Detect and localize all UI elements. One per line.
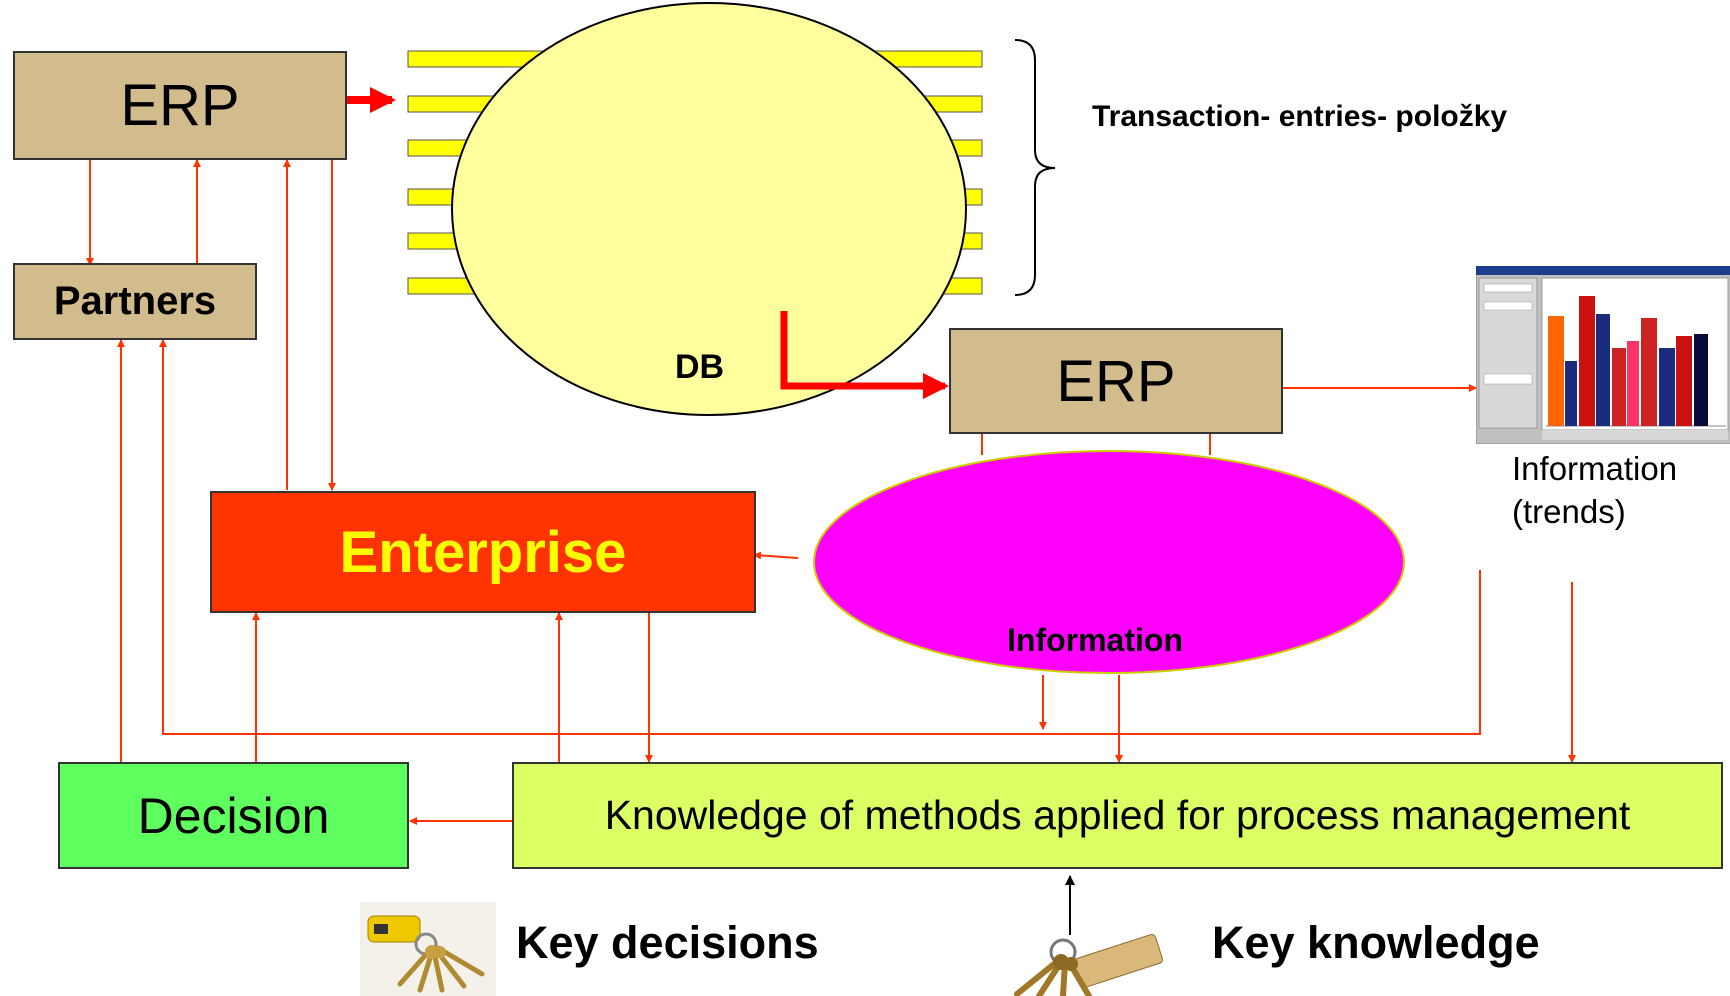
key-decisions-label: Key decisions xyxy=(516,917,819,968)
key-decisions-image xyxy=(360,902,496,996)
knowledge-box: Knowledge of methods applied for process… xyxy=(512,762,1723,869)
key-knowledge-image xyxy=(1014,934,1163,996)
information-to-enterprise-arrow xyxy=(753,551,799,560)
decision-box: Decision xyxy=(58,762,409,869)
chart-caption-line1: Information xyxy=(1512,450,1678,487)
transaction-brace xyxy=(1014,39,1056,296)
erp-right-box: ERP xyxy=(949,328,1283,434)
knowledge-label: Knowledge of methods applied for process… xyxy=(604,792,1631,838)
chart-caption-line2: (trends) xyxy=(1512,493,1626,530)
erp-top-label: ERP xyxy=(120,73,240,138)
db-label: DB xyxy=(675,348,725,386)
enterprise-label: Enterprise xyxy=(339,519,627,585)
key-knowledge-label: Key knowledge xyxy=(1212,917,1540,968)
erp-right-label: ERP xyxy=(1056,348,1176,414)
trends-chart-thumbnail xyxy=(1476,266,1730,444)
partners-box: Partners xyxy=(13,263,257,340)
transaction-note: Transaction- entries- položky xyxy=(1092,100,1508,133)
decision-label: Decision xyxy=(137,787,330,844)
partners-label: Partners xyxy=(53,279,217,323)
erp-top-box: ERP xyxy=(13,51,347,160)
information-oval-label: Information xyxy=(1007,622,1183,658)
trend-feedback-line xyxy=(159,339,1481,735)
enterprise-box: Enterprise xyxy=(210,491,756,613)
